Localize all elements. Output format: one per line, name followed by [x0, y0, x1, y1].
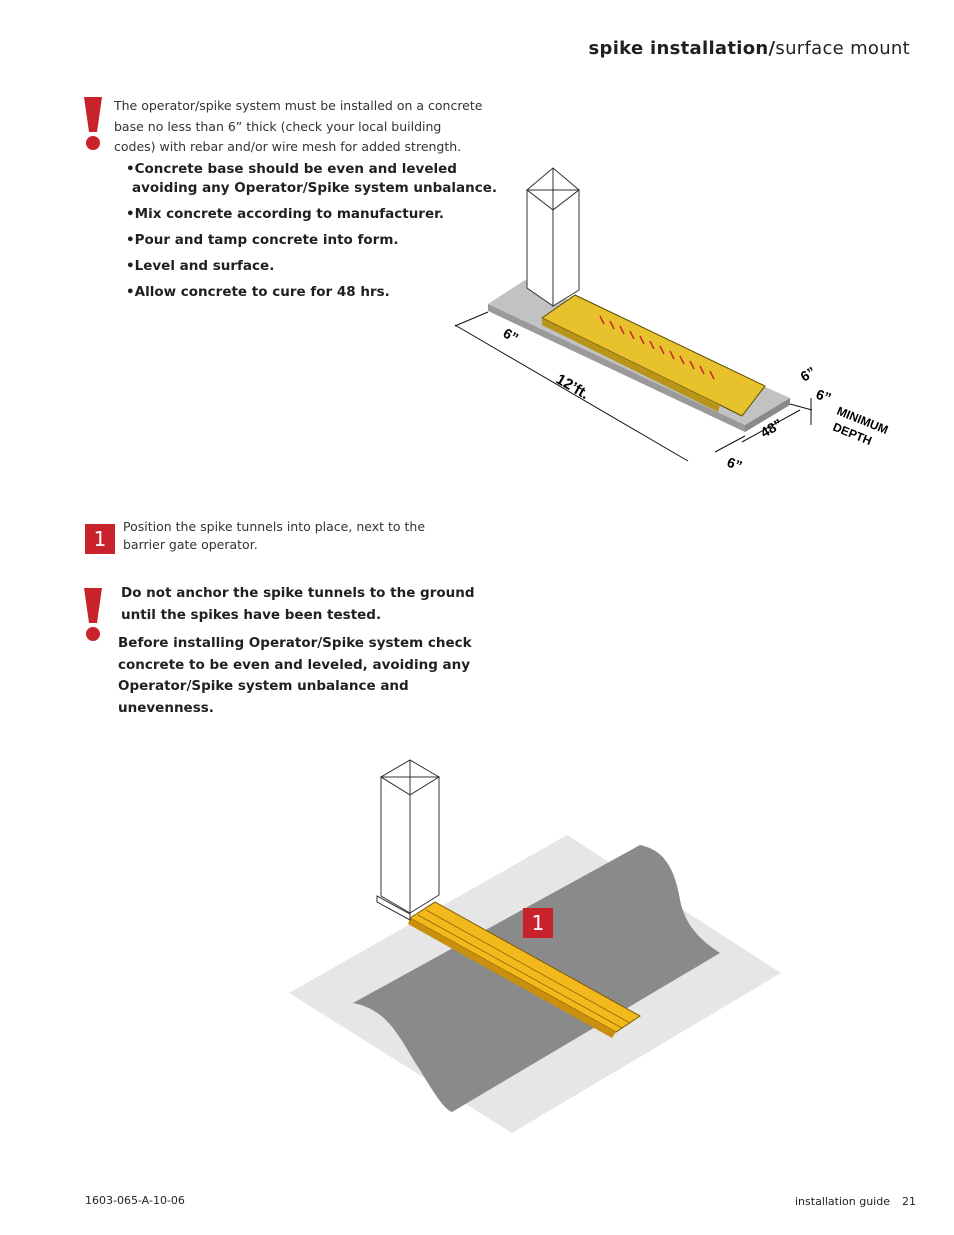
- warning-exclamation-icon: [84, 588, 102, 641]
- warning-exclamation-icon: [84, 97, 102, 150]
- step-number-badge: 1: [85, 524, 115, 554]
- dim-12ft: 12’ft.: [553, 371, 592, 403]
- bullet-line: •Pour and tamp concrete into form.: [126, 232, 399, 248]
- intro-text: The operator/spike system must be instal…: [114, 98, 483, 154]
- step1-text: Position the spike tunnels into place, n…: [123, 519, 426, 552]
- dim-6-bottom: 6”: [725, 454, 744, 474]
- list-item: •Level and surface.: [126, 257, 506, 276]
- spike-tunnel-edge: [408, 918, 616, 1038]
- bullet-line: •Concrete base should be even and levele…: [126, 161, 457, 177]
- slab-edge-side: [745, 398, 790, 432]
- diagram-callout-badge: 1: [523, 908, 553, 938]
- spike-placement-diagram: [289, 759, 781, 1133]
- post-right-face: [409, 776, 440, 914]
- anchor-warning-text: Do not anchor the spike tunnels to the g…: [121, 585, 475, 623]
- dim-6-right-top: 6”: [798, 363, 819, 384]
- page-title: spike installation/surface mount: [589, 38, 910, 59]
- check-warning-text: Before installing Operator/Spike system …: [118, 635, 472, 716]
- post-left-face: [380, 776, 411, 914]
- list-item: •Allow concrete to cure for 48 hrs.: [126, 283, 506, 302]
- title-bold: spike installation/: [588, 38, 776, 59]
- spike-unit-edge: [542, 318, 720, 412]
- concrete-base-dimension-diagram: 6” 12’ft. 6” 48” 6” 6” MINIMUM DEPTH: [454, 167, 890, 474]
- post-left-face: [526, 188, 554, 307]
- title-normal: surface mount: [775, 38, 910, 59]
- list-item: •Pour and tamp concrete into form.: [126, 231, 506, 250]
- dim-6-left: 6”: [501, 325, 522, 346]
- spike-tunnel-ridges: [417, 909, 631, 1029]
- page-number: 21: [902, 1195, 916, 1208]
- post-base: [376, 895, 411, 921]
- bullet-line: •Mix concrete according to manufacturer.: [126, 206, 444, 222]
- bullet-line: •Allow concrete to cure for 48 hrs.: [126, 284, 390, 300]
- list-item: •Mix concrete according to manufacturer.: [126, 205, 506, 224]
- dim-6-depth: 6”: [814, 386, 833, 406]
- bullet-line: •Level and surface.: [126, 258, 275, 274]
- list-item: •Concrete base should be even and levele…: [126, 160, 506, 198]
- guide-label: installation guide: [795, 1195, 890, 1208]
- spikes: [599, 315, 715, 380]
- footer-right: installation guide 21: [795, 1195, 916, 1208]
- slab-edge: [488, 304, 745, 432]
- bullet-line-cont: avoiding any Operator/Spike system unbal…: [132, 180, 498, 196]
- concrete-steps-list: •Concrete base should be even and levele…: [126, 160, 506, 309]
- post-right-face: [552, 188, 580, 307]
- dimension-lines: [454, 311, 813, 462]
- document-number: 1603-065-A-10-06: [85, 1194, 185, 1207]
